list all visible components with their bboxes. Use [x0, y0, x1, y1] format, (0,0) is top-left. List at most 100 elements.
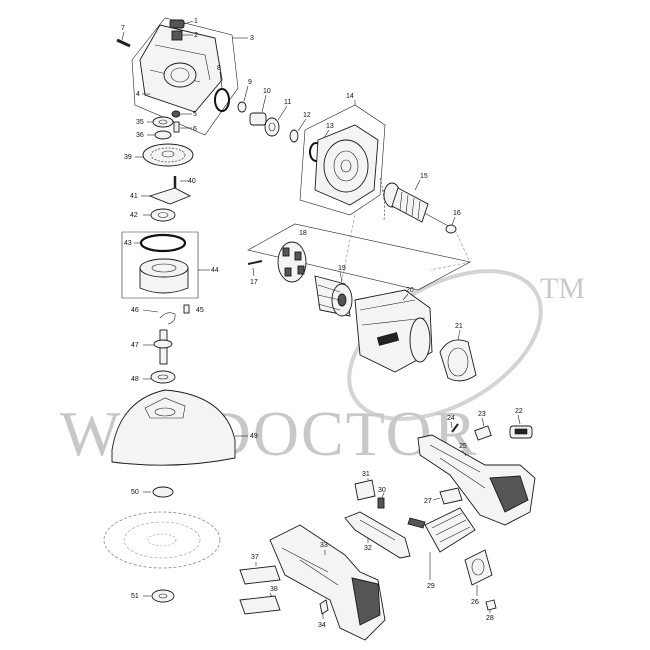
gear-housing	[139, 24, 223, 113]
part-24-screw	[451, 423, 459, 433]
label-20: 20	[406, 287, 414, 294]
part-1-cap	[169, 19, 185, 29]
label-46: 46	[131, 307, 139, 314]
part-44-bearing-box	[139, 258, 189, 294]
part-14-bearing-retainer	[314, 124, 379, 206]
label-44: 44	[211, 267, 219, 274]
label-17: 17	[250, 279, 258, 286]
part-32-switch-lever	[344, 511, 411, 559]
part-9-washer	[237, 101, 247, 113]
part-2-spring	[171, 30, 183, 41]
label-14: 14	[346, 93, 354, 100]
part-23-lever	[474, 425, 492, 441]
label-23: 23	[478, 411, 486, 418]
label-24: 24	[447, 415, 455, 422]
label-3: 3	[250, 35, 254, 42]
part-28-label	[485, 599, 497, 611]
part-41-plate	[148, 187, 192, 205]
label-22: 22	[515, 408, 523, 415]
part-26-plate	[464, 549, 493, 586]
label-9: 9	[248, 79, 252, 86]
label-30: 30	[378, 487, 386, 494]
part-29-controller	[424, 507, 476, 553]
label-11: 11	[284, 99, 291, 106]
part-38-label	[239, 595, 281, 615]
part-39-bevel-gear	[142, 143, 194, 167]
part-33-handle-housing	[269, 524, 386, 641]
label-19: 19	[338, 265, 346, 272]
part-12-washer	[289, 129, 299, 143]
label-32: 32	[364, 545, 372, 552]
part-47-spindle	[153, 329, 173, 365]
part-34-clip	[319, 599, 329, 615]
label-6: 6	[193, 126, 197, 133]
part-18-stator	[277, 241, 307, 283]
group-frame-44	[121, 231, 199, 299]
label-2: 2	[194, 32, 198, 39]
part-50-inner-flange	[152, 486, 174, 498]
part-48-collar	[150, 370, 176, 384]
part-10-nut	[249, 112, 267, 126]
label-13: 13	[326, 123, 334, 130]
label-1: 1	[194, 18, 198, 25]
label-37: 37	[251, 554, 259, 561]
part-16-bearing	[445, 224, 457, 234]
label-31: 31	[362, 471, 370, 478]
part-number-labels: 1 2 3 4 5 6 7 8 9 10 11 12 13 14 15 16 1…	[121, 18, 523, 629]
label-45: 45	[196, 307, 204, 314]
label-48: 48	[131, 376, 139, 383]
part-49-wheel-guard	[111, 389, 236, 466]
label-16: 16	[453, 210, 461, 217]
label-33: 33	[320, 542, 328, 549]
label-25: 25	[459, 443, 467, 450]
part-46-retaining-ring	[159, 312, 176, 325]
label-21: 21	[455, 323, 463, 330]
label-42: 42	[130, 212, 138, 219]
label-36: 36	[136, 132, 144, 139]
part-27-switch	[439, 487, 463, 505]
label-50: 50	[131, 489, 139, 496]
part-37-nameplate	[239, 565, 281, 585]
label-47: 47	[131, 342, 139, 349]
part-21-baffle	[439, 339, 477, 382]
label-18: 18	[299, 230, 307, 237]
part-19-motor	[314, 275, 353, 317]
label-41: 41	[130, 193, 138, 200]
label-27: 27	[424, 498, 432, 505]
label-5: 5	[193, 111, 197, 118]
label-40: 40	[188, 178, 196, 185]
label-15: 15	[420, 173, 428, 180]
part-45-screw	[183, 304, 190, 314]
label-29: 29	[427, 583, 435, 590]
part-43-oring	[139, 233, 187, 253]
part-20-motor-housing	[354, 289, 433, 373]
label-38: 38	[270, 586, 278, 593]
label-26: 26	[471, 599, 479, 606]
part-11-bearing	[264, 117, 280, 137]
part-36-washer	[154, 130, 172, 140]
grinding-wheel-outline	[103, 511, 221, 569]
label-10: 10	[263, 88, 271, 95]
part-25-housing	[417, 434, 536, 526]
label-28: 28	[486, 615, 494, 622]
part-31-switch	[354, 479, 376, 501]
part-51-lock-nut	[151, 589, 175, 603]
label-49: 49	[250, 433, 258, 440]
part-7-bolt	[116, 31, 131, 48]
part-6-pin	[173, 121, 180, 133]
part-8-oring	[214, 88, 230, 112]
label-51: 51	[131, 593, 139, 600]
group-frame-18	[247, 223, 471, 291]
label-4: 4	[136, 91, 140, 98]
part-17-screw	[247, 260, 263, 265]
part-30-spring	[377, 497, 385, 509]
group-frame-3	[131, 17, 239, 136]
label-39: 39	[124, 154, 132, 161]
part-5	[171, 110, 181, 118]
label-7: 7	[121, 25, 125, 32]
label-8: 8	[217, 65, 221, 72]
watermark-trademark: TM	[540, 272, 585, 305]
label-43: 43	[124, 240, 132, 247]
label-35: 35	[136, 119, 144, 126]
